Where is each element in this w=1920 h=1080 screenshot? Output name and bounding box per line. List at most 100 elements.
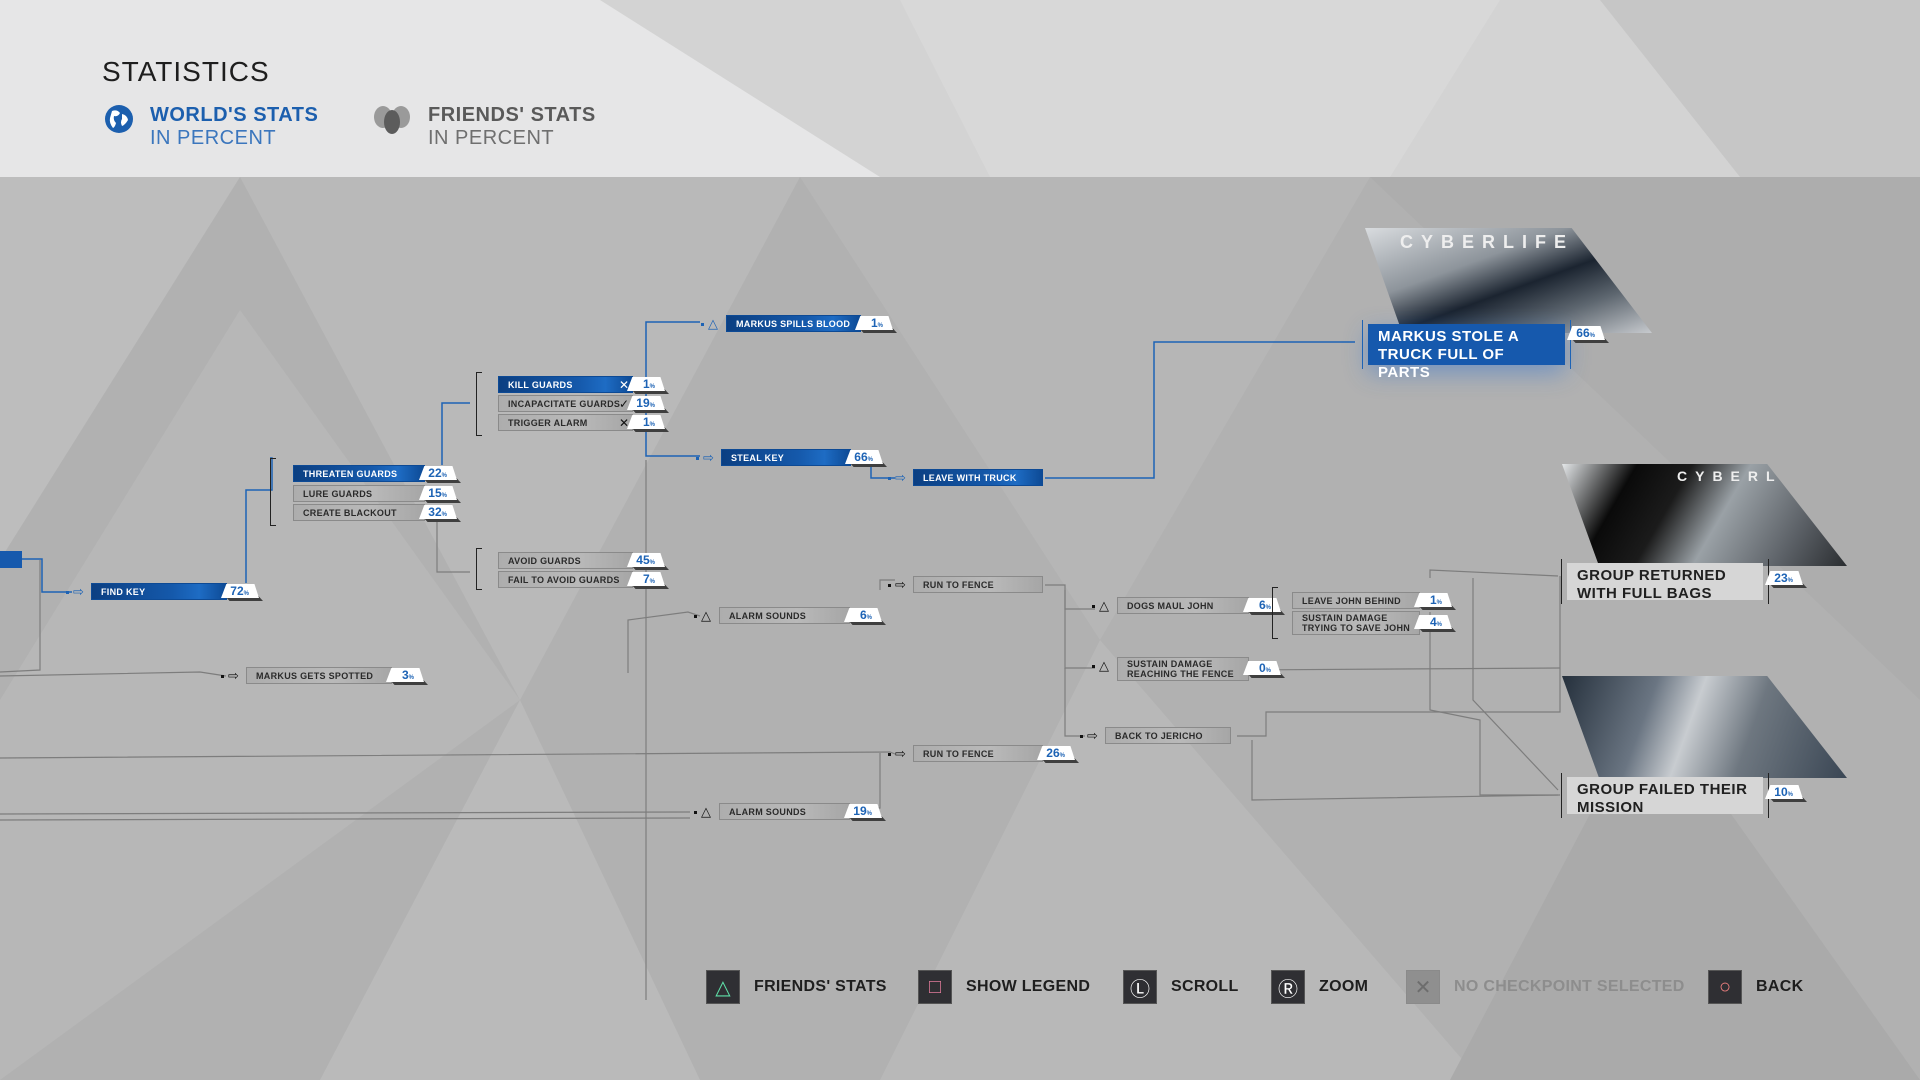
percent-value: 6 xyxy=(859,608,867,622)
percent-badge: 32% xyxy=(419,505,457,519)
footer-label: BACK xyxy=(1756,978,1804,995)
node-trigger-alarm[interactable]: TRIGGER ALARM✕ xyxy=(498,414,633,431)
left-stub-node[interactable] xyxy=(0,551,22,568)
footer-label: SCROLL xyxy=(1171,978,1239,995)
percent-value: 10 xyxy=(1774,785,1788,799)
circle-button-icon: ○ xyxy=(1708,970,1742,1004)
footer-show-legend[interactable]: □ SHOW LEGEND xyxy=(918,970,1090,1004)
node-label: DOGS MAUL JOHN xyxy=(1127,600,1214,611)
percent-sign: % xyxy=(1436,600,1442,606)
node-markus-spills-blood[interactable]: MARKUS SPILLS BLOOD xyxy=(726,315,861,332)
percent-sign: % xyxy=(649,422,655,428)
percent-value: 45 xyxy=(636,553,650,567)
tab-worlds-stats-title: WORLD'S STATS xyxy=(150,104,319,126)
connector-dot xyxy=(1092,605,1095,608)
percent-badge-shadow xyxy=(423,498,461,503)
percent-badge: 6% xyxy=(844,608,882,622)
percent-badge-shadow xyxy=(390,680,428,685)
friends-icon xyxy=(374,106,410,134)
node-lure-guards[interactable]: LURE GUARDS xyxy=(293,485,425,502)
percent-badge-shadow xyxy=(1571,338,1609,343)
node-label: TRIGGER ALARM xyxy=(508,417,588,428)
percent-sign: % xyxy=(649,403,655,409)
percent-value: 1 xyxy=(642,415,650,429)
percent-badge-shadow xyxy=(1247,610,1285,615)
node-alarm-sounds-1[interactable]: ALARM SOUNDS xyxy=(719,607,850,624)
outcome-bracket xyxy=(1362,320,1571,369)
percent-badge-shadow xyxy=(1247,673,1285,678)
percent-badge: 1% xyxy=(1414,593,1452,607)
outcome-label: GROUP RETURNED WITH FULL BAGS xyxy=(1567,563,1763,602)
percent-sign: % xyxy=(1589,333,1595,339)
thumbnail-logo-text: CYBERLIFE xyxy=(1400,232,1575,252)
outcome-bracket xyxy=(1561,773,1769,818)
node-threaten-guards[interactable]: THREATEN GUARDS xyxy=(293,465,425,482)
percent-badge: 19% xyxy=(844,804,882,818)
left-stick-icon: Ⓛ xyxy=(1123,970,1157,1004)
footer-no-checkpoint-selected[interactable]: ✕NO CHECKPOINT SELECTED xyxy=(1406,970,1685,1004)
percent-sign: % xyxy=(649,560,655,566)
tab-friends-stats[interactable]: FRIENDS' STATS IN PERCENT xyxy=(372,104,596,150)
node-dogs-maul-john[interactable]: DOGS MAUL JOHN xyxy=(1117,597,1249,614)
percent-badge: 23% xyxy=(1765,571,1803,585)
node-run-to-fence-1[interactable]: RUN TO FENCE xyxy=(913,576,1043,593)
node-sustain-damage-fence[interactable]: SUSTAIN DAMAGE REACHING THE FENCE xyxy=(1117,657,1249,681)
percent-badge-shadow xyxy=(1418,605,1456,610)
node-label: RUN TO FENCE xyxy=(923,748,994,759)
percent-value: 72 xyxy=(230,584,244,598)
percent-badge: 45% xyxy=(627,553,665,567)
node-leave-john-behind[interactable]: LEAVE JOHN BEHIND xyxy=(1292,592,1420,609)
node-fail-to-avoid-guards[interactable]: FAIL TO AVOID GUARDS xyxy=(498,571,633,588)
percent-badge: 19% xyxy=(627,396,665,410)
node-run-to-fence-2[interactable]: RUN TO FENCE xyxy=(913,745,1043,762)
node-label: LEAVE WITH TRUCK xyxy=(923,472,1017,483)
outcome-label: GROUP FAILED THEIR MISSION xyxy=(1567,777,1763,816)
node-label: MARKUS GETS SPOTTED xyxy=(256,670,374,681)
node-find-key[interactable]: FIND KEY xyxy=(91,583,227,600)
outcome-label: MARKUS STOLE A TRUCK FULL OF PARTS xyxy=(1368,324,1565,381)
node-leave-with-truck[interactable]: LEAVE WITH TRUCK xyxy=(913,469,1043,486)
tab-worlds-stats[interactable]: WORLD'S STATS IN PERCENT xyxy=(104,104,318,150)
node-markus-gets-spotted[interactable]: MARKUS GETS SPOTTED xyxy=(246,667,392,684)
percent-badge-shadow xyxy=(849,462,887,467)
node-label: KILL GUARDS xyxy=(508,379,573,390)
footer-label: SHOW LEGEND xyxy=(966,978,1091,995)
node-back-to-jericho[interactable]: BACK TO JERICHO xyxy=(1105,727,1231,744)
percent-sign: % xyxy=(243,591,249,597)
connector-dot xyxy=(694,615,697,618)
arrow-icon: ⇨ xyxy=(895,577,906,592)
node-label: LEAVE JOHN BEHIND xyxy=(1302,595,1401,606)
percent-value: 66 xyxy=(1576,326,1590,340)
square-button-icon: □ xyxy=(918,970,952,1004)
connector-dot xyxy=(694,811,697,814)
group-bracket xyxy=(476,548,482,590)
percent-value: 19 xyxy=(853,804,867,818)
percent-sign: % xyxy=(649,384,655,390)
outcome-bracket xyxy=(1561,559,1769,604)
percent-value: 1 xyxy=(870,316,878,330)
connector-dot xyxy=(701,323,704,326)
node-kill-guards[interactable]: KILL GUARDS✕ xyxy=(498,376,633,393)
percent-value: 1 xyxy=(642,377,650,391)
percent-sign: % xyxy=(441,473,447,479)
footer-back[interactable]: ○ BACK xyxy=(1708,970,1803,1004)
percent-badge: 1% xyxy=(855,316,893,330)
cross-button-icon: ✕ xyxy=(1406,970,1440,1004)
percent-badge: 3% xyxy=(386,668,424,682)
percent-badge-shadow xyxy=(848,816,886,821)
node-steal-key[interactable]: STEAL KEY xyxy=(721,449,851,466)
footer-scroll[interactable]: Ⓛ SCROLL xyxy=(1123,970,1239,1004)
percent-badge-shadow xyxy=(631,427,669,432)
globe-icon xyxy=(105,105,133,133)
node-avoid-guards[interactable]: AVOID GUARDS xyxy=(498,552,633,569)
node-alarm-sounds-2[interactable]: ALARM SOUNDS xyxy=(719,803,850,820)
percent-sign: % xyxy=(441,512,447,518)
percent-badge: 4% xyxy=(1414,615,1452,629)
node-sustain-damage-john[interactable]: SUSTAIN DAMAGE TRYING TO SAVE JOHN xyxy=(1292,611,1420,635)
footer-friends-stats[interactable]: △FRIENDS' STATS xyxy=(706,970,887,1004)
percent-sign: % xyxy=(1265,605,1271,611)
node-create-blackout[interactable]: CREATE BLACKOUT xyxy=(293,504,425,521)
percent-value: 22 xyxy=(428,466,442,480)
node-incapacitate-guards[interactable]: INCAPACITATE GUARDS✓ xyxy=(498,395,633,412)
